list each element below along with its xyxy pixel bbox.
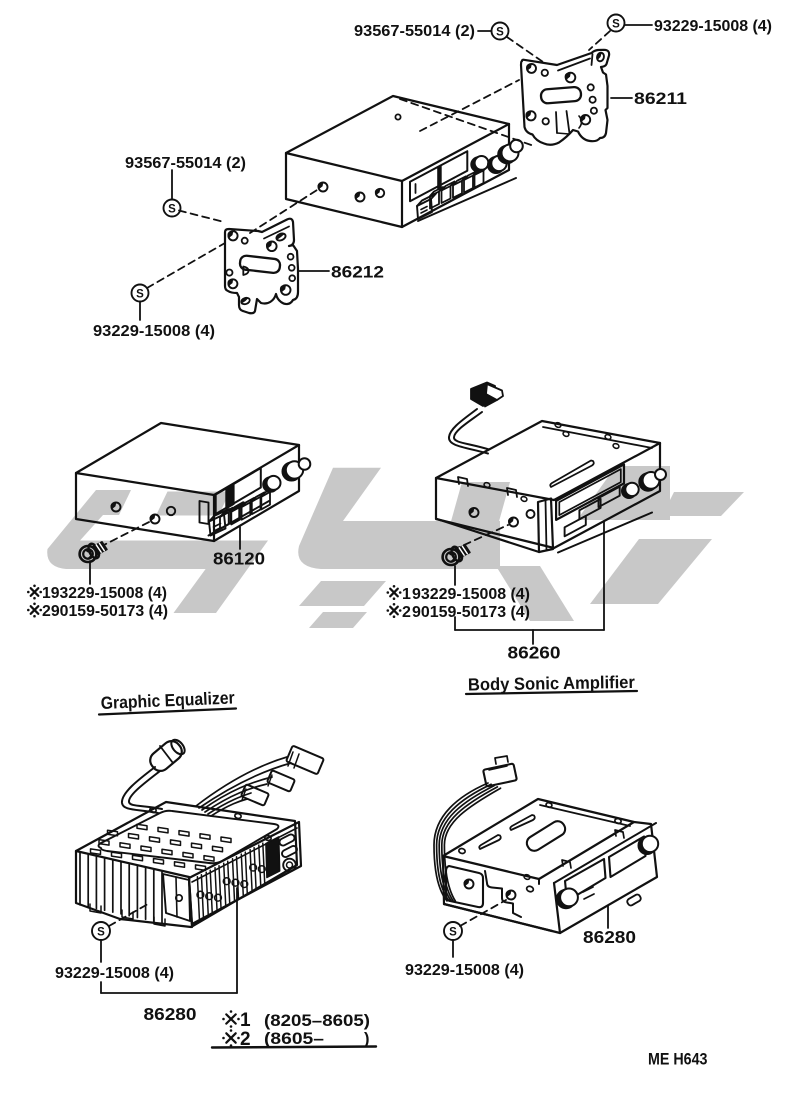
svg-text:(8205–8605): (8205–8605) (264, 1012, 370, 1030)
svg-text:2: 2 (402, 604, 411, 621)
svg-text:290159-50173 (4): 290159-50173 (4) (42, 603, 168, 620)
svg-text:2: 2 (240, 1029, 251, 1050)
svg-text:Body Sonic Amplifier: Body Sonic Amplifier (468, 672, 635, 695)
svg-text:93229-15008 (4): 93229-15008 (4) (412, 586, 530, 603)
svg-text:93229-15008 (4): 93229-15008 (4) (654, 18, 772, 35)
svg-text:86280: 86280 (583, 927, 636, 947)
svg-text:S: S (136, 288, 144, 300)
svg-text:93229-15008 (4): 93229-15008 (4) (55, 965, 174, 982)
svg-text:S: S (97, 926, 105, 938)
svg-text:93229-15008 (4): 93229-15008 (4) (93, 323, 215, 340)
svg-text:86260: 86260 (508, 643, 561, 663)
svg-text:1: 1 (240, 1010, 251, 1031)
svg-text:93229-15008 (4): 93229-15008 (4) (405, 962, 524, 979)
svg-text:86211: 86211 (634, 89, 687, 108)
svg-text:86120: 86120 (213, 549, 265, 569)
svg-text:193229-15008 (4): 193229-15008 (4) (42, 585, 167, 602)
svg-text:93567-55014 (2): 93567-55014 (2) (354, 23, 475, 40)
svg-text:86212: 86212 (331, 263, 384, 282)
svg-text:S: S (168, 203, 176, 215)
svg-text:): ) (364, 1030, 370, 1048)
svg-text:1: 1 (402, 586, 411, 603)
svg-text:ME H643: ME H643 (648, 1050, 708, 1069)
svg-text:S: S (612, 18, 620, 30)
svg-text:90159-50173 (4): 90159-50173 (4) (412, 604, 530, 621)
svg-text:(8605–: (8605– (264, 1030, 324, 1048)
svg-text:86280: 86280 (144, 1004, 197, 1024)
svg-text:S: S (449, 926, 457, 938)
svg-text:93567-55014 (2): 93567-55014 (2) (125, 155, 246, 172)
svg-text:S: S (496, 26, 504, 38)
